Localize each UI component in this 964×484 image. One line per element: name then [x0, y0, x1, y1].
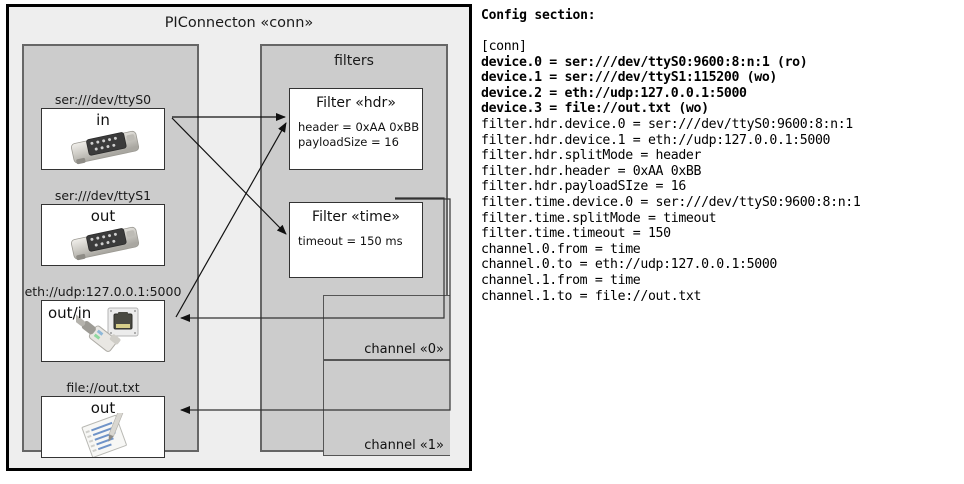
config-text-block: [conn]device.0 = ser:///dev/ttyS0:9600:8… [481, 39, 959, 304]
config-line: filter.hdr.device.1 = eth://udp:127.0.0.… [481, 132, 831, 148]
device-ttys1-label: ser:///dev/ttyS1 [54, 188, 152, 203]
config-panel: Config section: [conn]device.0 = ser:///… [481, 8, 959, 304]
device-ttys0-io: in [96, 111, 110, 129]
config-line: filter.time.timeout = 150 [481, 226, 671, 242]
device-eth-label: eth://udp:127.0.0.1:5000 [24, 284, 182, 299]
ethernet-jack-icon [76, 307, 139, 352]
channel-1-label: channel «1» [364, 438, 444, 453]
config-line: filter.hdr.splitMode = header [481, 148, 702, 164]
filter-hdr-prop-header: header = 0xAA 0xBB [298, 120, 420, 134]
filter-time-box[interactable]: Filter «time» timeout = 150 ms [289, 202, 423, 278]
config-line: device.2 = eth://udp:127.0.0.1:5000 [481, 85, 747, 101]
config-line: device.1 = ser:///dev/ttyS1:115200 (wo) [481, 70, 777, 86]
device-file[interactable]: file://out.txt out [41, 380, 165, 458]
device-ttys0-label: ser:///dev/ttyS0 [54, 92, 152, 107]
filter-hdr-title: Filter «hdr» [316, 95, 396, 111]
device-ttys0-box[interactable]: in [41, 108, 165, 170]
device-file-label: file://out.txt [66, 380, 140, 395]
filters-group-title: filters [334, 53, 374, 69]
connector-diagram-frame: PIConnecton «conn» ser:///dev/ttyS0 in [6, 4, 472, 471]
config-line: device.3 = file://out.txt (wo) [481, 101, 709, 117]
config-heading: Config section: [481, 8, 596, 23]
device-eth-io: out/in [48, 304, 92, 322]
serial-port-icon [71, 226, 140, 261]
channel-0-row: channel «0» [323, 295, 450, 360]
device-ttys1[interactable]: ser:///dev/ttyS1 out [41, 188, 165, 266]
filters-group: filters Filter «hdr» header = 0xAA 0xBB … [260, 44, 450, 456]
filter-time-title: Filter «time» [312, 209, 400, 225]
config-line: filter.hdr.payloadSIze = 16 [481, 179, 686, 195]
config-line: channel.0.to = eth://udp:127.0.0.1:5000 [481, 257, 777, 273]
filter-hdr-props: header = 0xAA 0xBB payloadSize = 16 [298, 120, 422, 150]
serial-port-icon [71, 130, 140, 165]
device-ttys1-box[interactable]: out [41, 204, 165, 266]
device-eth[interactable]: eth://udp:127.0.0.1:5000 out/in [25, 284, 181, 362]
filter-hdr-box[interactable]: Filter «hdr» header = 0xAA 0xBB payloadS… [289, 88, 423, 170]
text-file-icon [81, 413, 127, 457]
channel-1-row: channel «1» [323, 360, 450, 456]
config-line: channel.0.from = time [481, 241, 641, 257]
filter-hdr-prop-payloadsize: payloadSize = 16 [298, 135, 399, 149]
config-line: filter.hdr.device.0 = ser:///dev/ttyS0:9… [481, 116, 853, 132]
device-ttys1-io: out [90, 207, 116, 225]
config-line: filter.hdr.header = 0xAA 0xBB [481, 163, 702, 179]
config-line: filter.time.device.0 = ser:///dev/ttyS0:… [481, 194, 861, 210]
devices-group: ser:///dev/ttyS0 in [22, 44, 199, 458]
config-line: [conn] [481, 39, 527, 54]
device-ttys0[interactable]: ser:///dev/ttyS0 in [41, 92, 165, 170]
channel-0-label: channel «0» [364, 342, 444, 357]
device-file-box[interactable]: out [41, 396, 165, 458]
filter-time-prop-timeout: timeout = 150 ms [298, 234, 403, 248]
config-line: device.0 = ser:///dev/ttyS0:9600:8:n:1 (… [481, 54, 808, 70]
config-line: channel.1.to = file://out.txt [481, 288, 702, 304]
config-line: channel.1.from = time [481, 272, 641, 288]
device-eth-box[interactable]: out/in [41, 300, 165, 362]
filter-time-props: timeout = 150 ms [298, 234, 422, 249]
config-line: filter.time.splitMode = timeout [481, 210, 717, 226]
device-file-io: out [90, 399, 116, 417]
diagram-title: PIConnecton «conn» [164, 15, 314, 31]
